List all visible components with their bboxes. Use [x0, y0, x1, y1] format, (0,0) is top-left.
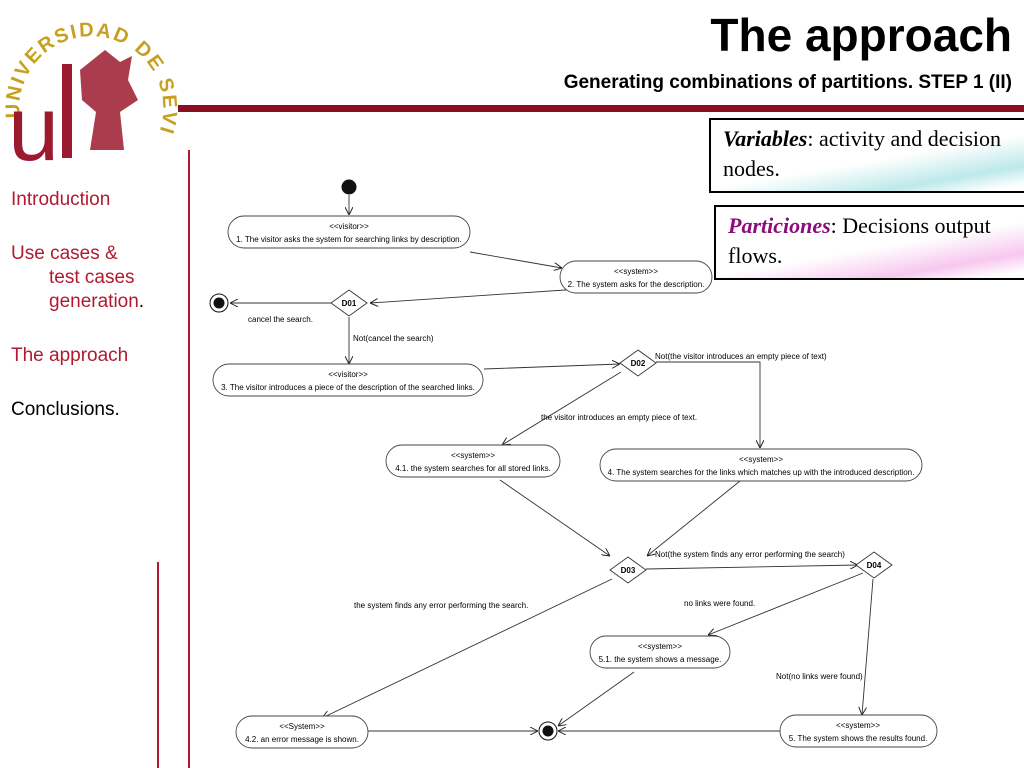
- nav-item-the-approach[interactable]: The approach: [11, 345, 129, 366]
- svg-text:<<system>>: <<system>>: [451, 451, 495, 460]
- svg-text:5.1. the system shows a messag: 5.1. the system shows a message.: [599, 655, 722, 664]
- svg-text:2. The system asks for the des: 2. The system asks for the description.: [568, 280, 705, 289]
- activity-node-a1: <<visitor>> 1. The visitor asks the syst…: [227, 215, 471, 249]
- svg-text:1. The visitor asks the system: 1. The visitor asks the system for searc…: [236, 235, 462, 244]
- svg-text:<<system>>: <<system>>: [614, 267, 658, 276]
- guard-cancel: cancel the search.: [248, 315, 313, 324]
- logo-u-letter: u: [8, 78, 59, 165]
- activity-node-a3: <<visitor>> 3. The visitor introduces a …: [212, 363, 484, 397]
- page-title: The approach: [710, 9, 1012, 61]
- activity-node-a5: <<system>> 5. The system shows the resul…: [779, 714, 938, 748]
- initial-node: [341, 179, 357, 195]
- svg-text:<<visitor>>: <<visitor>>: [328, 370, 368, 379]
- header-divider: [178, 105, 1024, 112]
- guard-error: the system finds any error performing th…: [354, 601, 528, 610]
- svg-text:D03: D03: [621, 566, 636, 575]
- guard-not-empty: Not(the visitor introduces an empty piec…: [655, 352, 827, 361]
- final-node-cancel: [209, 293, 229, 313]
- svg-text:<<visitor>>: <<visitor>>: [329, 222, 369, 231]
- decision-node-d01: D01: [330, 289, 368, 317]
- guard-empty: the visitor introduces an empty piece of…: [541, 413, 697, 422]
- variables-note: Variables: activity and decision nodes.: [709, 118, 1024, 193]
- svg-text:D01: D01: [342, 299, 357, 308]
- activity-node-a4: <<system>> 4. The system searches for th…: [599, 448, 923, 482]
- guard-not-no-links: Not(no links were found): [776, 672, 863, 681]
- svg-text:4. The system searches for the: 4. The system searches for the links whi…: [608, 468, 915, 477]
- svg-text:4.2. an error message is shown: 4.2. an error message is shown.: [245, 735, 359, 744]
- decision-node-d04: D04: [855, 551, 893, 579]
- particiones-note: Particiones: Decisions output flows.: [714, 205, 1024, 280]
- svg-text:3. The visitor introduces a pi: 3. The visitor introduces a piece of the…: [221, 383, 475, 392]
- guard-no-links: no links were found.: [684, 599, 755, 608]
- svg-text:D02: D02: [631, 359, 646, 368]
- nav-item-use-cases[interactable]: Use cases & test cases generation.: [11, 243, 145, 312]
- sidebar-accent-line: [157, 562, 159, 768]
- decision-node-d02: D02: [619, 349, 657, 377]
- final-node-end: [538, 721, 558, 741]
- university-logo: UNIVERSIDAD DE SEVILLA u: [0, 0, 179, 180]
- activity-node-a2: <<system>> 2. The system asks for the de…: [559, 260, 713, 294]
- nav-item-introduction[interactable]: Introduction: [11, 189, 111, 210]
- decision-node-d03: D03: [609, 556, 647, 584]
- activity-node-a41: <<system>> 4.1. the system searches for …: [385, 444, 561, 478]
- sidebar-divider: [188, 150, 190, 768]
- svg-text:<<System>>: <<System>>: [279, 722, 325, 731]
- svg-text:4.1. the system searches for a: 4.1. the system searches for all stored …: [395, 464, 551, 473]
- guard-not-cancel: Not(cancel the search): [353, 334, 434, 343]
- svg-text:<<system>>: <<system>>: [836, 721, 880, 730]
- guard-not-error: Not(the system finds any error performin…: [655, 550, 845, 559]
- nav-item-conclusions[interactable]: Conclusions.: [11, 399, 120, 420]
- page-subtitle: Generating combinations of partitions. S…: [563, 72, 1012, 93]
- activity-node-a42: <<System>> 4.2. an error message is show…: [235, 715, 369, 749]
- svg-text:D04: D04: [867, 561, 882, 570]
- angel-figure-icon: [80, 50, 138, 150]
- svg-text:5. The system shows the result: 5. The system shows the results found.: [789, 734, 928, 743]
- activity-node-a51: <<system>> 5.1. the system shows a messa…: [589, 635, 731, 669]
- svg-text:<<system>>: <<system>>: [638, 642, 682, 651]
- sidebar-nav: Introduction Use cases & test cases gene…: [11, 188, 181, 452]
- svg-text:<<system>>: <<system>>: [739, 455, 783, 464]
